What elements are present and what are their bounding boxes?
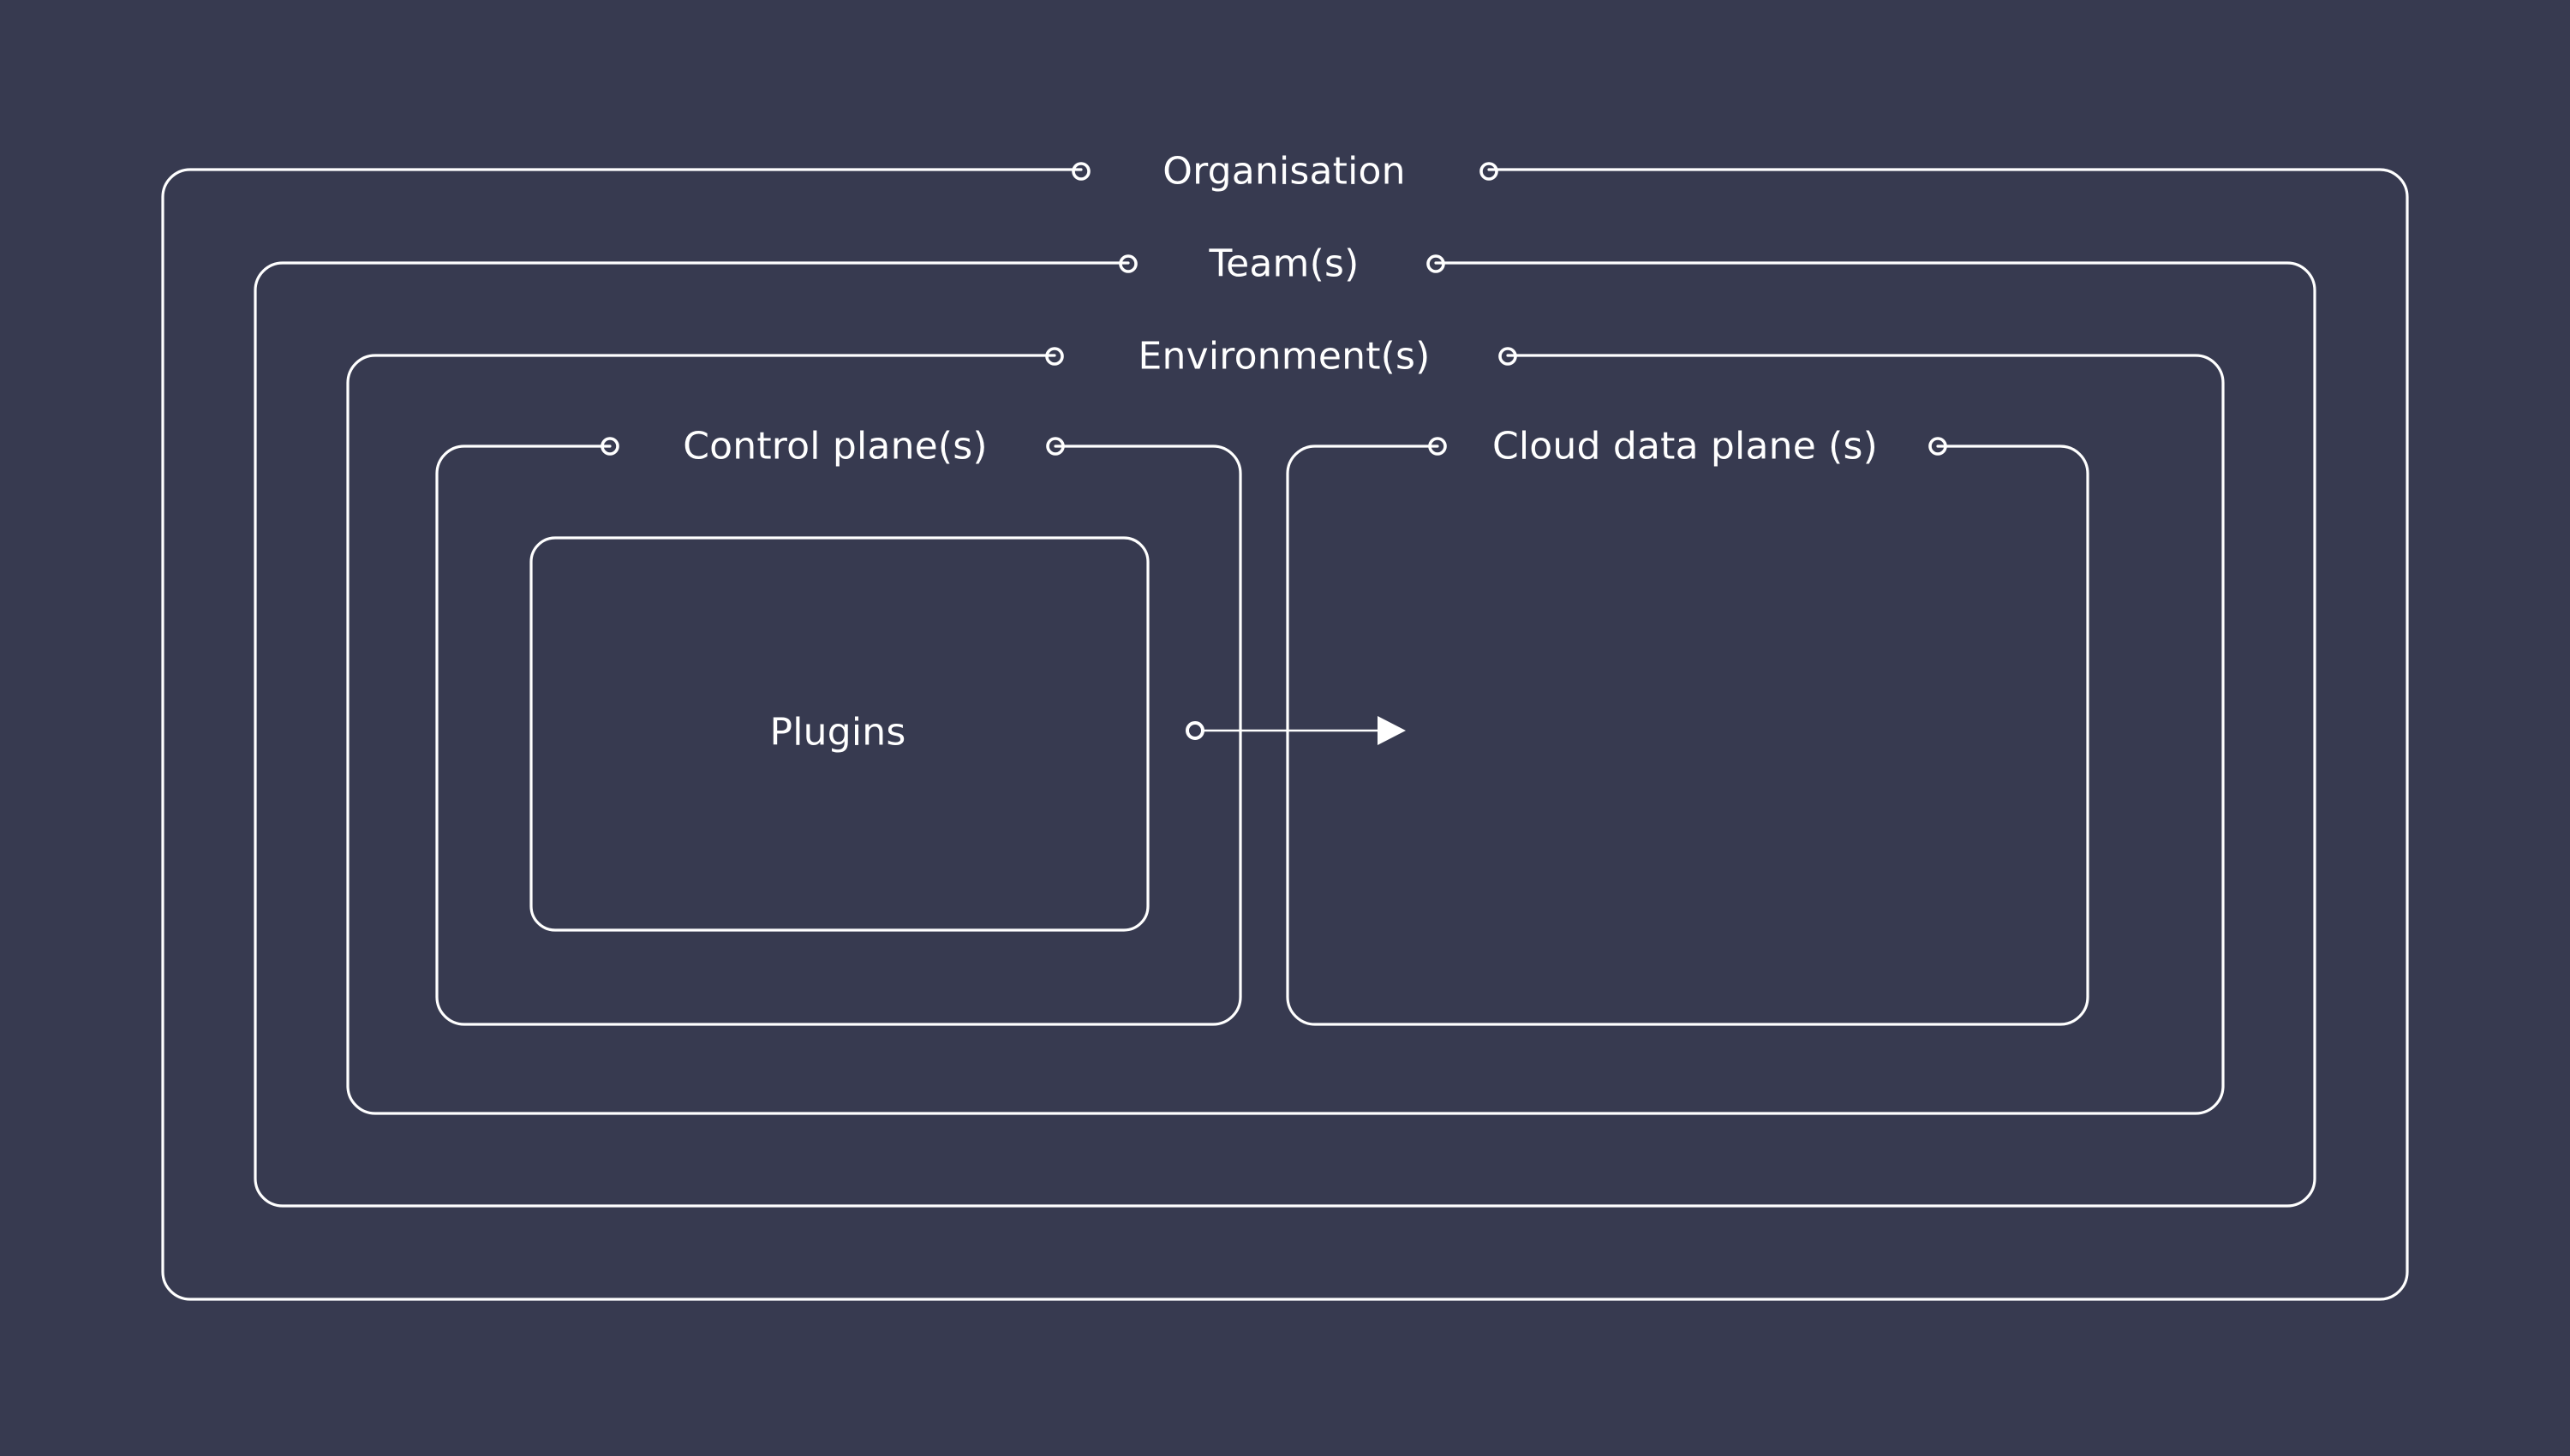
environment-box-outline xyxy=(346,354,2225,1115)
team-left-node-circle xyxy=(1119,254,1138,273)
label-environment: Environment(s) xyxy=(1138,334,1431,379)
container-environment xyxy=(346,347,2225,1115)
control-plane-right-node-circle xyxy=(1046,437,1065,456)
cloud-data-plane-left-node-circle xyxy=(1428,437,1447,456)
organisation-right-node-circle xyxy=(1479,162,1498,181)
label-organisation: Organisation xyxy=(1162,149,1406,194)
flow-origin-circle xyxy=(1186,721,1204,740)
environment-left-node-circle xyxy=(1045,347,1064,366)
label-control-plane: Control plane(s) xyxy=(683,424,988,468)
flow-arrowhead-icon xyxy=(1378,716,1406,745)
container-team xyxy=(254,254,2316,1208)
label-team: Team(s) xyxy=(1209,242,1360,286)
environment-right-node-circle xyxy=(1498,347,1517,366)
container-cloud-data-plane xyxy=(1286,437,2089,1026)
team-right-node-circle xyxy=(1426,254,1445,273)
plugins-box-outline xyxy=(529,536,1150,932)
organisation-left-node-circle xyxy=(1072,162,1091,181)
cloud-data-plane-right-node-circle xyxy=(1928,437,1947,456)
label-cloud-data-plane: Cloud data plane (s) xyxy=(1491,424,1879,468)
flow-plugins-to-cloud-data-plane xyxy=(1186,716,1406,745)
cloud-data-plane-box-outline xyxy=(1286,445,2089,1026)
container-control-plane xyxy=(435,437,1242,1026)
label-plugins: Plugins xyxy=(769,710,906,755)
organisation-box-outline xyxy=(161,168,2409,1301)
container-organisation xyxy=(161,162,2409,1301)
control-plane-left-node-circle xyxy=(601,437,619,456)
team-box-outline xyxy=(254,261,2316,1208)
container-plugins xyxy=(529,536,1150,932)
control-plane-box-outline xyxy=(435,445,1242,1026)
